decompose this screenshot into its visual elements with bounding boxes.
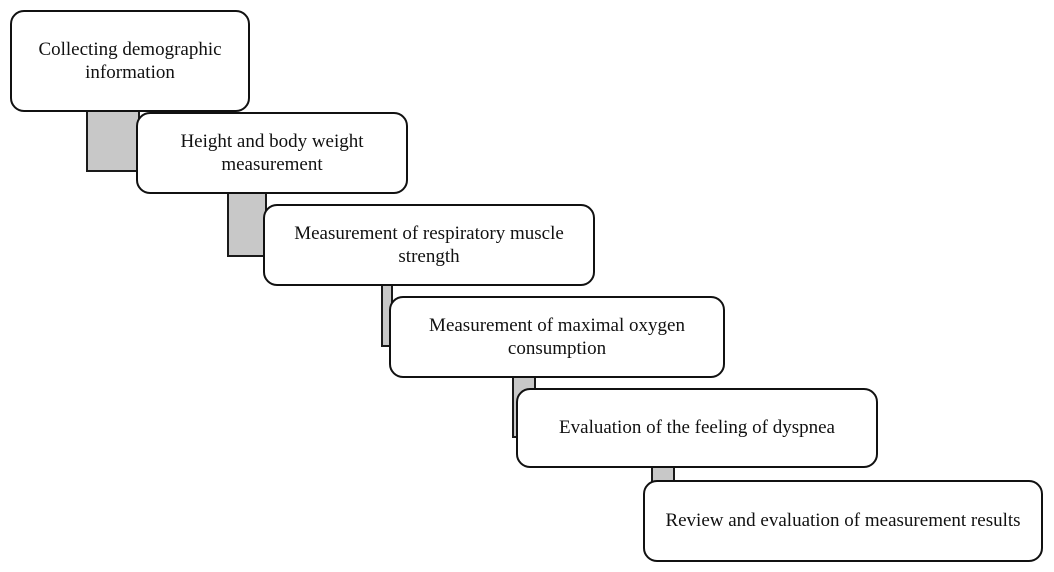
step-label-1: Collecting demographic information bbox=[38, 38, 222, 83]
step-box-6: Review and evaluation of measurement res… bbox=[643, 480, 1043, 562]
step-label-2: Height and body weight measurement bbox=[180, 130, 364, 175]
step-label-5: Evaluation of the feeling of dyspnea bbox=[559, 417, 835, 439]
step-box-5: Evaluation of the feeling of dyspnea bbox=[516, 388, 878, 468]
step-box-1: Collecting demographic information bbox=[10, 10, 250, 112]
step-box-3: Measurement of respiratory muscle streng… bbox=[263, 204, 595, 286]
step-box-2: Height and body weight measurement bbox=[136, 112, 408, 194]
step-label-3: Measurement of respiratory muscle streng… bbox=[294, 222, 564, 267]
step-label-6: Review and evaluation of measurement res… bbox=[665, 510, 1021, 532]
connector-2-3 bbox=[227, 183, 267, 257]
step-label-4: Measurement of maximal oxygen consumptio… bbox=[429, 314, 685, 359]
step-box-4: Measurement of maximal oxygen consumptio… bbox=[389, 296, 725, 378]
